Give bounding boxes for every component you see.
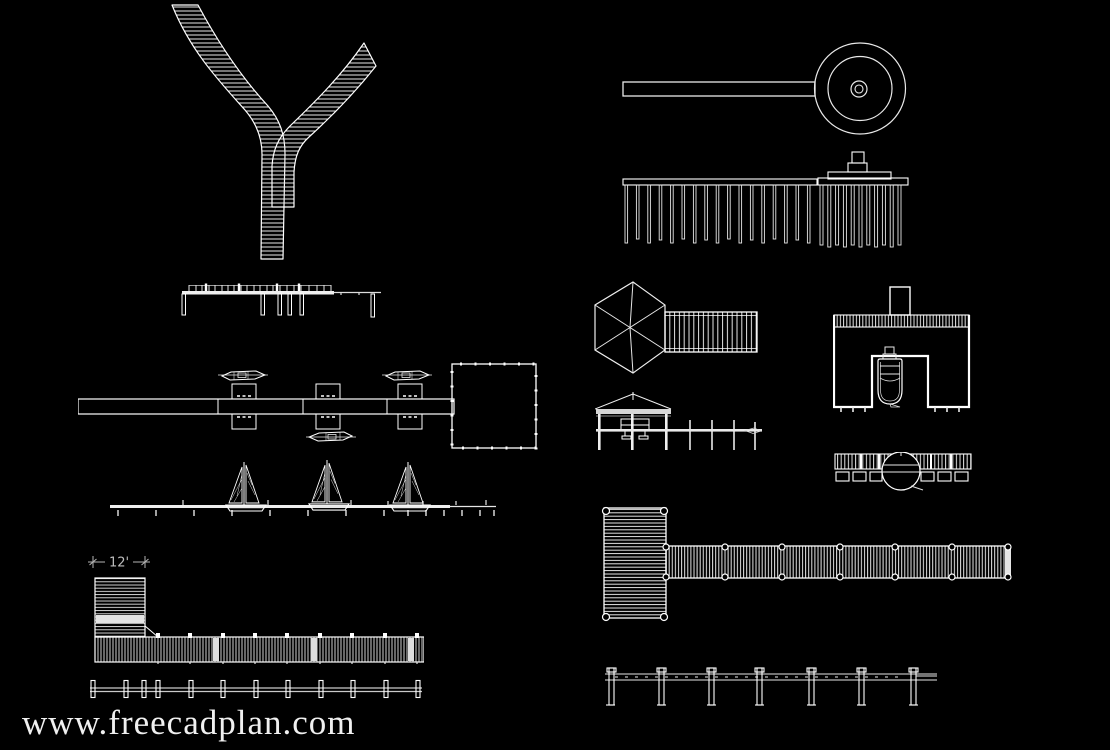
watermark-text: www.freecadplan.com <box>22 703 356 742</box>
sailboat <box>389 461 431 512</box>
small-boat-mark <box>743 427 763 434</box>
stringer-lines <box>90 687 422 693</box>
piles <box>181 293 375 318</box>
dimension-label-12ft: 12' <box>109 556 129 571</box>
walkway-piles <box>689 420 756 450</box>
walkway <box>664 311 758 353</box>
walkway <box>94 636 424 663</box>
boat-bow <box>881 452 921 491</box>
boat-slip-elevation <box>834 452 972 491</box>
access-walkway <box>889 286 911 316</box>
boat-slip-plan <box>833 286 971 412</box>
hex-gazebo-plan <box>594 281 758 374</box>
dock-elevation-small <box>181 283 381 318</box>
walkway-joints <box>217 399 388 414</box>
piles-left <box>624 184 811 244</box>
platform-pile-ticks <box>450 362 538 450</box>
round-end-pier-plan <box>622 42 907 135</box>
gazebo-posts <box>598 414 668 450</box>
main-walkway <box>78 398 455 415</box>
roof <box>595 393 672 410</box>
sailboat <box>225 461 267 512</box>
t-dock-elevation <box>605 667 937 706</box>
outer-ring <box>813 42 907 135</box>
moored-boat <box>305 431 357 442</box>
walkway <box>665 545 1011 579</box>
deck-line <box>596 429 762 432</box>
right-branch <box>271 42 377 208</box>
inner-ring <box>827 55 893 122</box>
dimension-line <box>88 556 150 568</box>
deck-line <box>110 505 450 508</box>
piles <box>90 679 421 699</box>
piles <box>606 667 919 706</box>
left-branch <box>171 4 286 260</box>
piles-right <box>819 184 902 248</box>
float-feet <box>840 407 960 412</box>
square-platform <box>451 363 537 449</box>
deck-left <box>622 178 818 186</box>
motorboat-plan <box>877 346 903 408</box>
head-platform <box>94 577 146 638</box>
deck-beam <box>182 291 334 295</box>
eave-band <box>596 409 671 414</box>
l-shaped-dock-plan: 12' <box>88 556 424 664</box>
sailboat <box>308 459 350 511</box>
y-boardwalk-plan <box>171 4 377 260</box>
round-end-pier-elevation <box>622 151 909 248</box>
floats <box>835 471 969 482</box>
moored-boat <box>217 370 269 381</box>
pile-row-elevation <box>90 679 422 699</box>
hex-roof-ridges <box>594 281 666 374</box>
gazebo-elevation <box>595 392 763 450</box>
center-post <box>854 84 864 94</box>
marina-pier-plan <box>78 362 538 450</box>
hatched-edge-band <box>833 314 970 328</box>
pile-ticks <box>117 510 495 516</box>
railing-posts <box>188 285 332 291</box>
head-platform <box>603 507 667 619</box>
moored-boat <box>381 370 433 381</box>
end-cap <box>1005 545 1011 579</box>
deck-right <box>817 177 909 186</box>
pile-caps <box>601 506 1012 622</box>
t-dock-plan <box>601 506 1012 622</box>
walkway <box>622 81 816 97</box>
center-structure <box>827 151 892 180</box>
center-ring <box>850 80 868 98</box>
edge-posts <box>156 633 419 638</box>
pier-elevation-sailboats <box>110 459 496 516</box>
deck-lines <box>605 673 937 681</box>
